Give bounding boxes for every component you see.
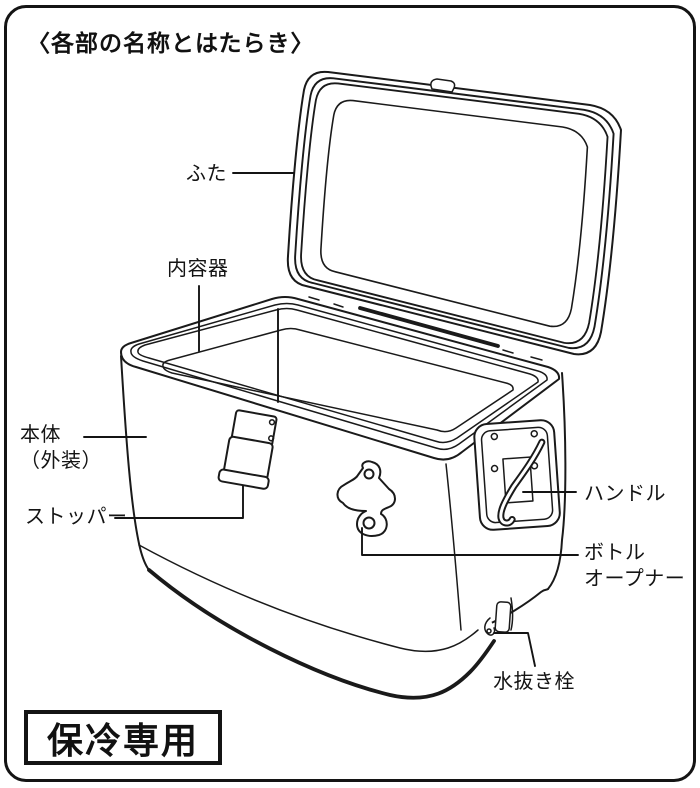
lid-latch-notch [430, 78, 456, 93]
label-inner-container: 内容器 [167, 258, 229, 280]
bottle-opener-drawing [336, 460, 396, 537]
inner-container-lip [162, 327, 514, 433]
label-drain-plug: 水抜き栓 [493, 671, 575, 693]
label-handle: ハンドル [584, 483, 666, 505]
label-body-exterior: 本体 （外装） [20, 424, 102, 472]
label-stopper: ストッパー [25, 506, 128, 528]
lid-drawing [286, 70, 622, 356]
leader-bottle-opener [361, 527, 579, 556]
lid-seam-drawing [308, 296, 543, 361]
lid-inner-lines [294, 77, 615, 350]
side-handle-drawing [473, 419, 561, 531]
label-bottle-opener: ボトル オープナー [584, 542, 686, 590]
leader-drain-plug [493, 632, 536, 667]
page-title: 〈各部の名称とはたらき〉 [27, 30, 315, 56]
leader-lines [83, 172, 579, 667]
drain-plug-drawing [484, 597, 514, 636]
leader-stopper [114, 485, 244, 519]
stopper-latch-drawing [217, 409, 278, 490]
opening-rim-drawing [120, 296, 561, 461]
label-lid: ふた [186, 163, 227, 185]
cold-only-badge: 保冷専用 [24, 710, 222, 765]
